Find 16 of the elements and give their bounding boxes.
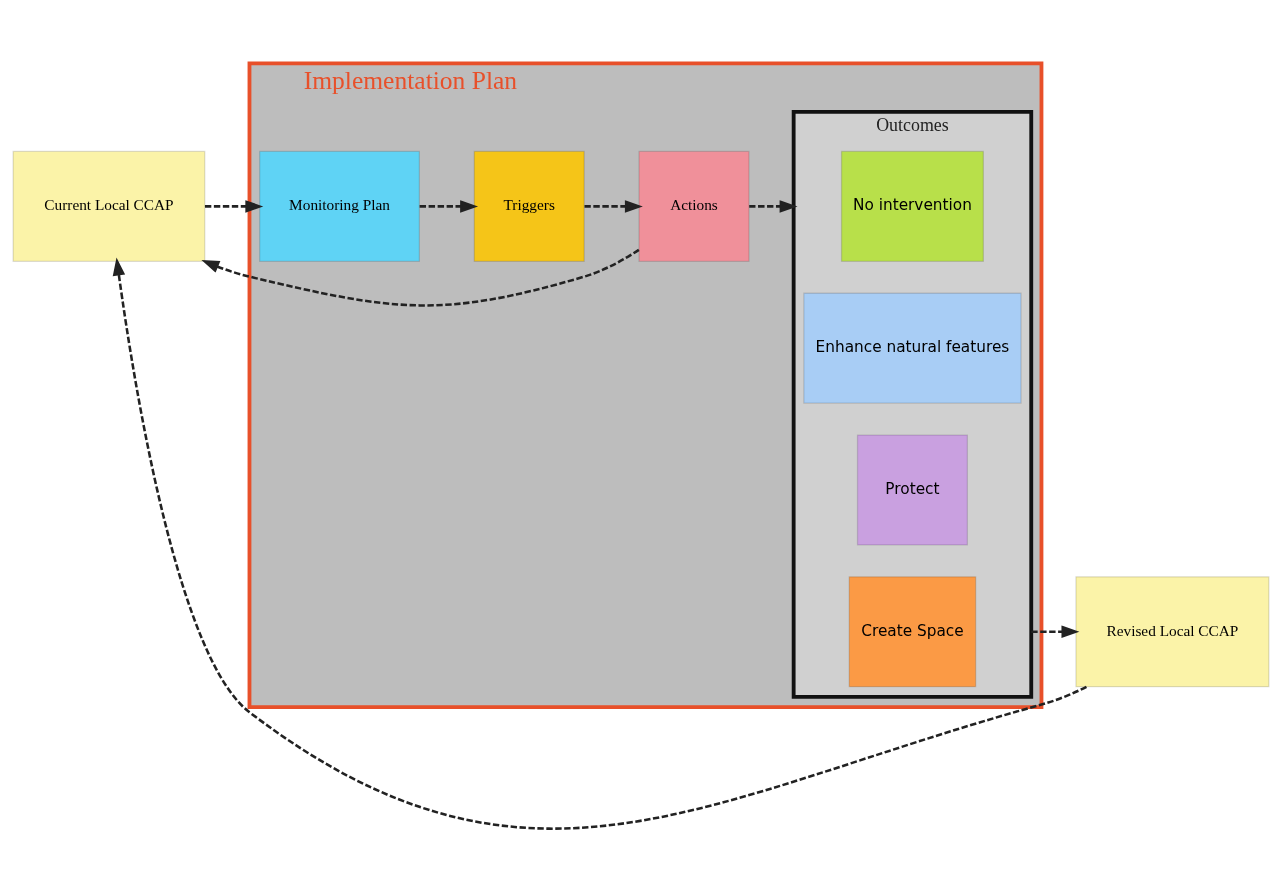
arrow — [419, 199, 479, 213]
node-box: Protect — [856, 433, 968, 546]
arrow — [749, 199, 798, 213]
node-box: Revised Local CCAP — [1075, 575, 1270, 687]
arrow — [201, 248, 640, 307]
node-box: Create Space — [848, 575, 977, 687]
node-box: No intervention — [840, 150, 984, 262]
arrow — [1031, 625, 1080, 638]
node-box: Actions — [638, 150, 750, 262]
arrow — [204, 199, 264, 213]
node-box: Monitoring Plan — [259, 150, 420, 262]
node-box: Triggers — [473, 150, 585, 262]
arrow — [112, 257, 1087, 829]
node-box: Enhance natural features — [803, 292, 1022, 404]
arrow — [584, 199, 643, 213]
node-box: Current Local CCAP — [12, 150, 206, 262]
